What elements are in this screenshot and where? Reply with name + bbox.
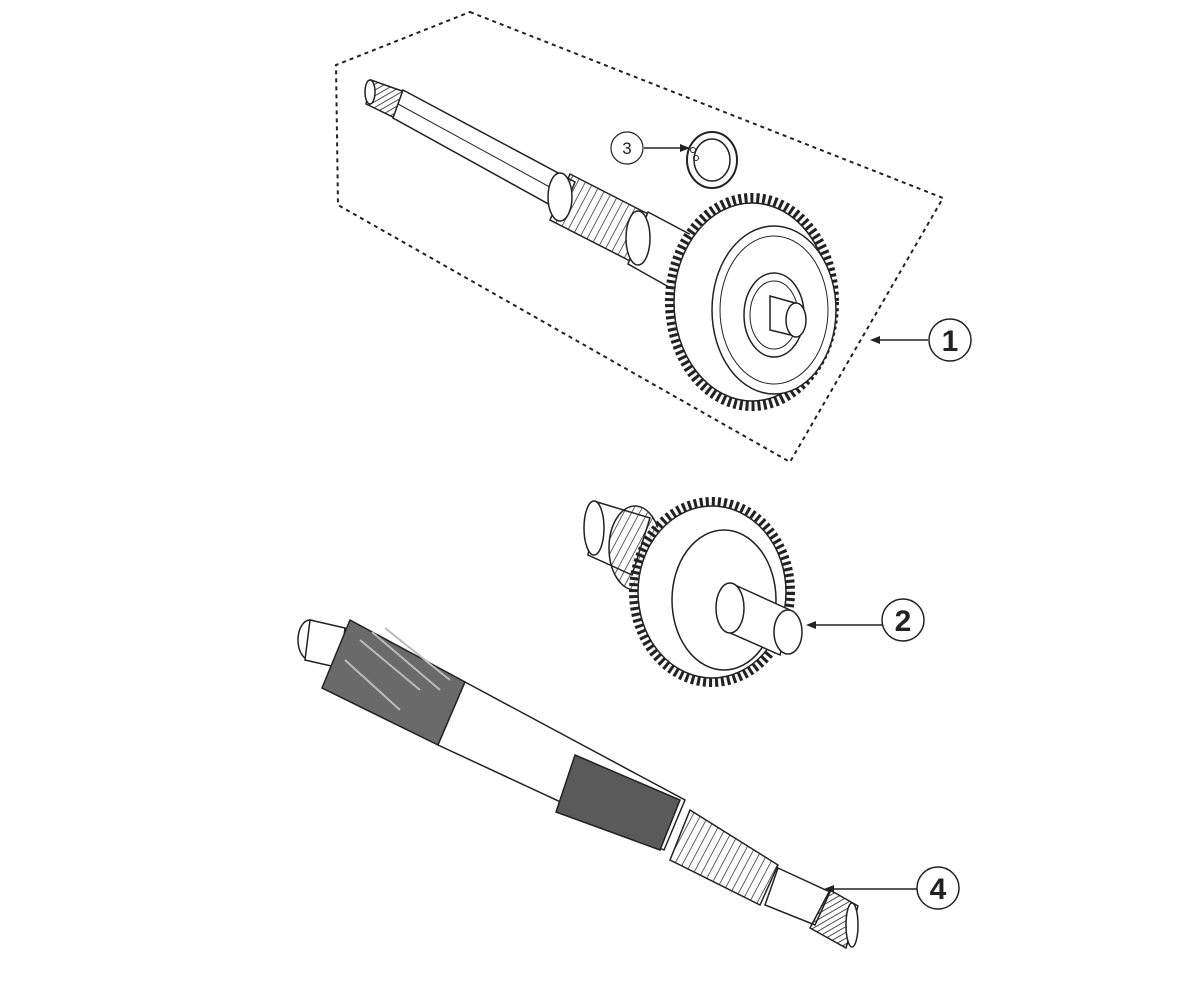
callout-2-label: 2 — [895, 605, 912, 638]
callout-2: 2 — [806, 598, 925, 642]
output-shaft — [297, 618, 859, 950]
callout-3: 3 — [610, 131, 690, 165]
large-gear — [665, 193, 839, 411]
callout-4: 4 — [824, 866, 960, 910]
assembly-1-group — [334, 10, 945, 464]
input-shaft — [364, 79, 713, 302]
callout-4-label: 4 — [930, 873, 947, 906]
callout-1: 1 — [870, 318, 972, 362]
callout-3-label: 3 — [622, 139, 631, 158]
group-box-dashed-outline — [334, 10, 945, 464]
circlip-part — [686, 131, 738, 189]
callout-1-label: 1 — [942, 325, 959, 358]
countershaft-gear — [583, 497, 803, 687]
